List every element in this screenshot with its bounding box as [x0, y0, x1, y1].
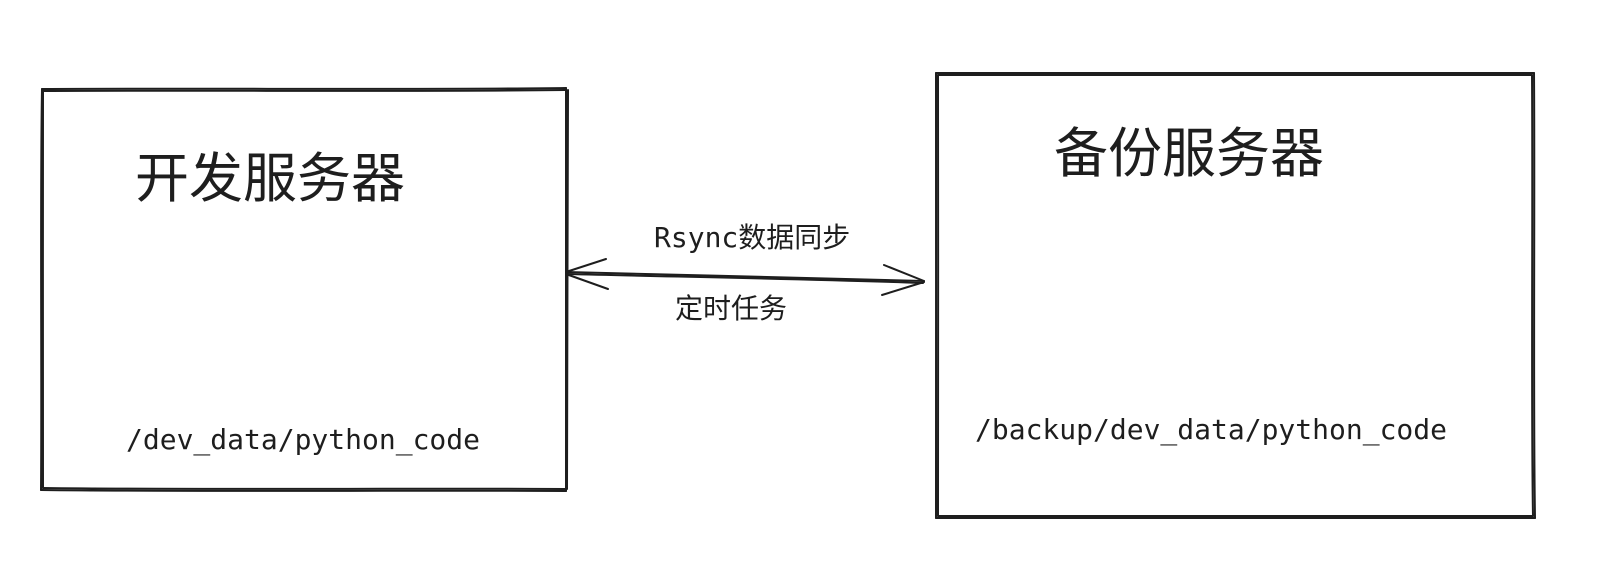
dev-server-path: /dev_data/python_code [126, 423, 481, 456]
dev-server-box[interactable] [40, 87, 569, 492]
edge-label-schedule: 定时任务 [675, 292, 788, 325]
sync-arrow[interactable] [565, 258, 925, 296]
dev-server-title: 开发服务器 [135, 147, 405, 210]
backup-server-box[interactable] [934, 71, 1536, 520]
edge-label-sync: Rsync数据同步 [654, 221, 851, 254]
backup-server-title: 备份服务器 [1054, 122, 1324, 185]
backup-server-path: /backup/dev_data/python_code [975, 413, 1448, 446]
